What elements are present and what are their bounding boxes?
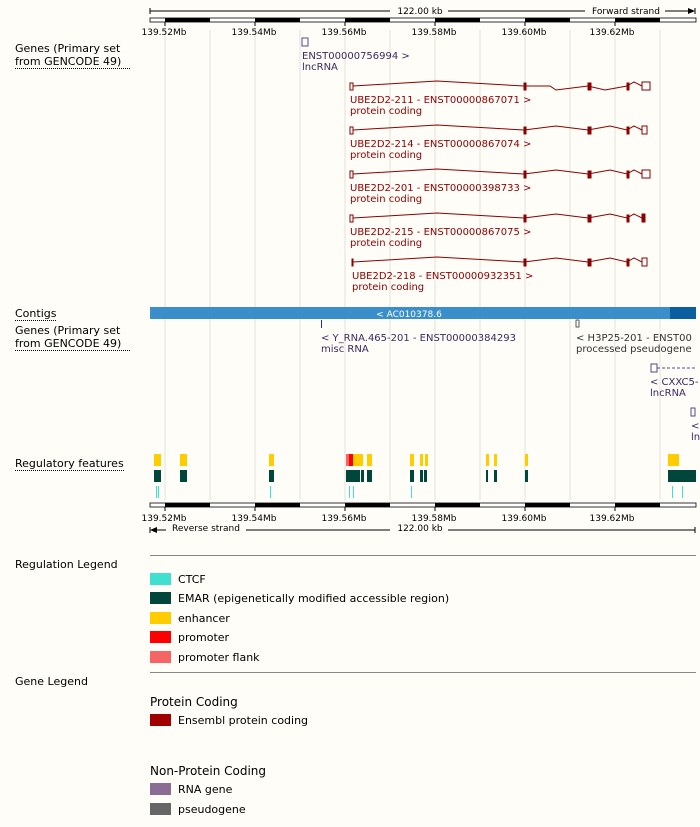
bottom-tick-3: 139.58Mb [412,514,457,524]
bottom-tick-2: 139.56Mb [322,514,367,524]
legend-label-pseudogene: pseudogene [178,803,246,816]
genome-browser-canvas[interactable]: 122.00 kb Forward strand 139.52Mb 139.54… [0,0,700,540]
fwd-gene-4-biotype: protein coding [350,238,422,249]
fwd-gene-ube2d2-218[interactable]: UBE2D2-218 - ENST00000932351 > protein c… [351,256,648,293]
fwd-gene-0-biotype: lncRNA [302,62,338,73]
fwd-gene-0-name: ENST00000756994 > [302,51,410,62]
bottom-span-text: 122.00 kb [397,524,443,534]
fwd-gene-5-name: UBE2D2-218 - ENST00000932351 > [352,271,533,282]
legend-swatch-pseudogene [150,803,171,815]
fwd-gene-ube2d2-214[interactable]: UBE2D2-214 - ENST00000867074 > protein c… [349,124,648,161]
genes-fwd-track-label[interactable]: Genes (Primary set from GENCODE 49) [15,42,130,69]
top-tick-0: 139.52Mb [142,28,187,38]
genes-fwd-track-label-text: Genes (Primary set from GENCODE 49) [15,42,130,69]
regulatory-promoters[interactable] [346,454,363,466]
legend-swatch-rna-gene [150,783,171,795]
legend-swatch-enhancer [150,612,171,624]
forward-strand-text: Forward strand [592,7,660,17]
top-tick-4: 139.60Mb [502,28,547,38]
fwd-gene-2-name: UBE2D2-214 - ENST00000867074 > [350,139,531,150]
bottom-tick-4: 139.60Mb [502,514,547,524]
rev-gene-2-name: < CXXC5- [650,377,699,388]
fwd-gene-1-biotype: protein coding [350,106,422,117]
regulation-legend-divider [150,555,696,556]
legend-label-ctcf: CTCF [178,573,206,586]
bottom-scale-bar: 139.52Mb 139.54Mb 139.56Mb 139.58Mb 139.… [142,502,697,534]
legend-label-rna-gene: RNA gene [178,783,233,796]
fwd-gene-ube2d2-211[interactable]: UBE2D2-211 - ENST00000867071 > protein c… [349,80,651,117]
regulatory-emars[interactable] [154,470,696,482]
rev-gene-2-biotype: lncRNA [650,388,686,399]
legend-label-emar: EMAR (epigenetically modified accessible… [178,592,450,605]
regulatory-track-label-text: Regulatory features [15,457,124,471]
top-tick-3: 139.58Mb [412,28,457,38]
bottom-tick-1: 139.54Mb [232,514,277,524]
rev-gene-y-rna[interactable]: < Y_RNA.465-201 - ENST00000384293 misc R… [321,320,516,355]
bottom-tick-5: 139.62Mb [590,514,635,524]
bottom-tick-0: 139.52Mb [142,514,187,524]
fwd-gene-enst00000756994[interactable]: ENST00000756994 > lncRNA [301,37,410,73]
top-tick-2: 139.56Mb [322,28,367,38]
legend-swatch-promoter [150,631,171,643]
fwd-gene-1-name: UBE2D2-211 - ENST00000867071 > [350,95,531,106]
rev-gene-0-biotype: misc RNA [321,344,369,355]
top-scale-bar: 122.00 kb Forward strand 139.52Mb 139.54… [142,7,697,38]
contig-ac010378-6[interactable]: < AC010378.6 [150,307,696,320]
rev-gene-0-name: < Y_RNA.465-201 - ENST00000384293 [321,333,516,344]
legend-swatch-emar [150,592,171,604]
top-span-text: 122.00 kb [397,7,443,17]
rev-gene-cxxc5[interactable]: < CXXC5- lncRNA [650,363,699,399]
rev-gene-1-biotype: processed pseudogene [576,344,692,355]
contigs-track-label[interactable]: Contigs [15,307,57,321]
regulatory-ctcf[interactable] [156,486,683,498]
genes-rev-track-label[interactable]: Genes (Primary set from GENCODE 49) [15,324,130,351]
contig-name: < AC010378.6 [376,310,442,320]
genes-rev-track-label-text: Genes (Primary set from GENCODE 49) [15,324,130,351]
rev-gene-3-biotype: ln [691,432,700,443]
fwd-gene-4-name: UBE2D2-215 - ENST00000867075 > [350,227,531,238]
gene-legend-divider [150,672,696,673]
legend-swatch-promoter-flank [150,651,171,663]
gridlines [164,30,661,500]
gene-legend-title: Gene Legend [15,675,88,688]
top-tick-1: 139.54Mb [232,28,277,38]
reverse-strand-text: Reverse strand [172,524,240,534]
regulatory-enhancers[interactable] [154,454,679,466]
fwd-gene-ube2d2-201[interactable]: UBE2D2-201 - ENST00000398733 > protein c… [349,168,651,205]
non-protein-coding-heading: Non-Protein Coding [150,764,267,778]
legend-label-promoter-flank: promoter flank [178,651,260,664]
regulation-legend-title: Regulation Legend [15,558,118,571]
rev-gene-h3p25[interactable]: < H3P25-201 - ENST00 processed pseudogen… [575,319,692,355]
protein-coding-heading: Protein Coding [150,695,238,709]
legend-swatch-protein-coding [150,714,171,726]
rev-gene-3-name: < [691,421,699,432]
top-tick-5: 139.62Mb [590,28,635,38]
contigs-track-label-text: Contigs [15,307,57,321]
fwd-gene-3-name: UBE2D2-201 - ENST00000398733 > [350,183,531,194]
legend-label-promoter: promoter [178,631,230,644]
fwd-gene-5-biotype: protein coding [352,282,424,293]
fwd-gene-2-biotype: protein coding [350,150,422,161]
rev-gene-partial[interactable]: < ln [690,407,700,443]
rev-gene-1-name: < H3P25-201 - ENST00 [576,333,692,344]
legend-label-enhancer: enhancer [178,612,230,625]
fwd-gene-ube2d2-215[interactable]: UBE2D2-215 - ENST00000867075 > protein c… [349,212,646,249]
legend-label-protein-coding: Ensembl protein coding [178,714,309,727]
legend-swatch-ctcf [150,573,171,585]
regulatory-track-label[interactable]: Regulatory features [15,457,124,471]
fwd-gene-3-biotype: protein coding [350,194,422,205]
